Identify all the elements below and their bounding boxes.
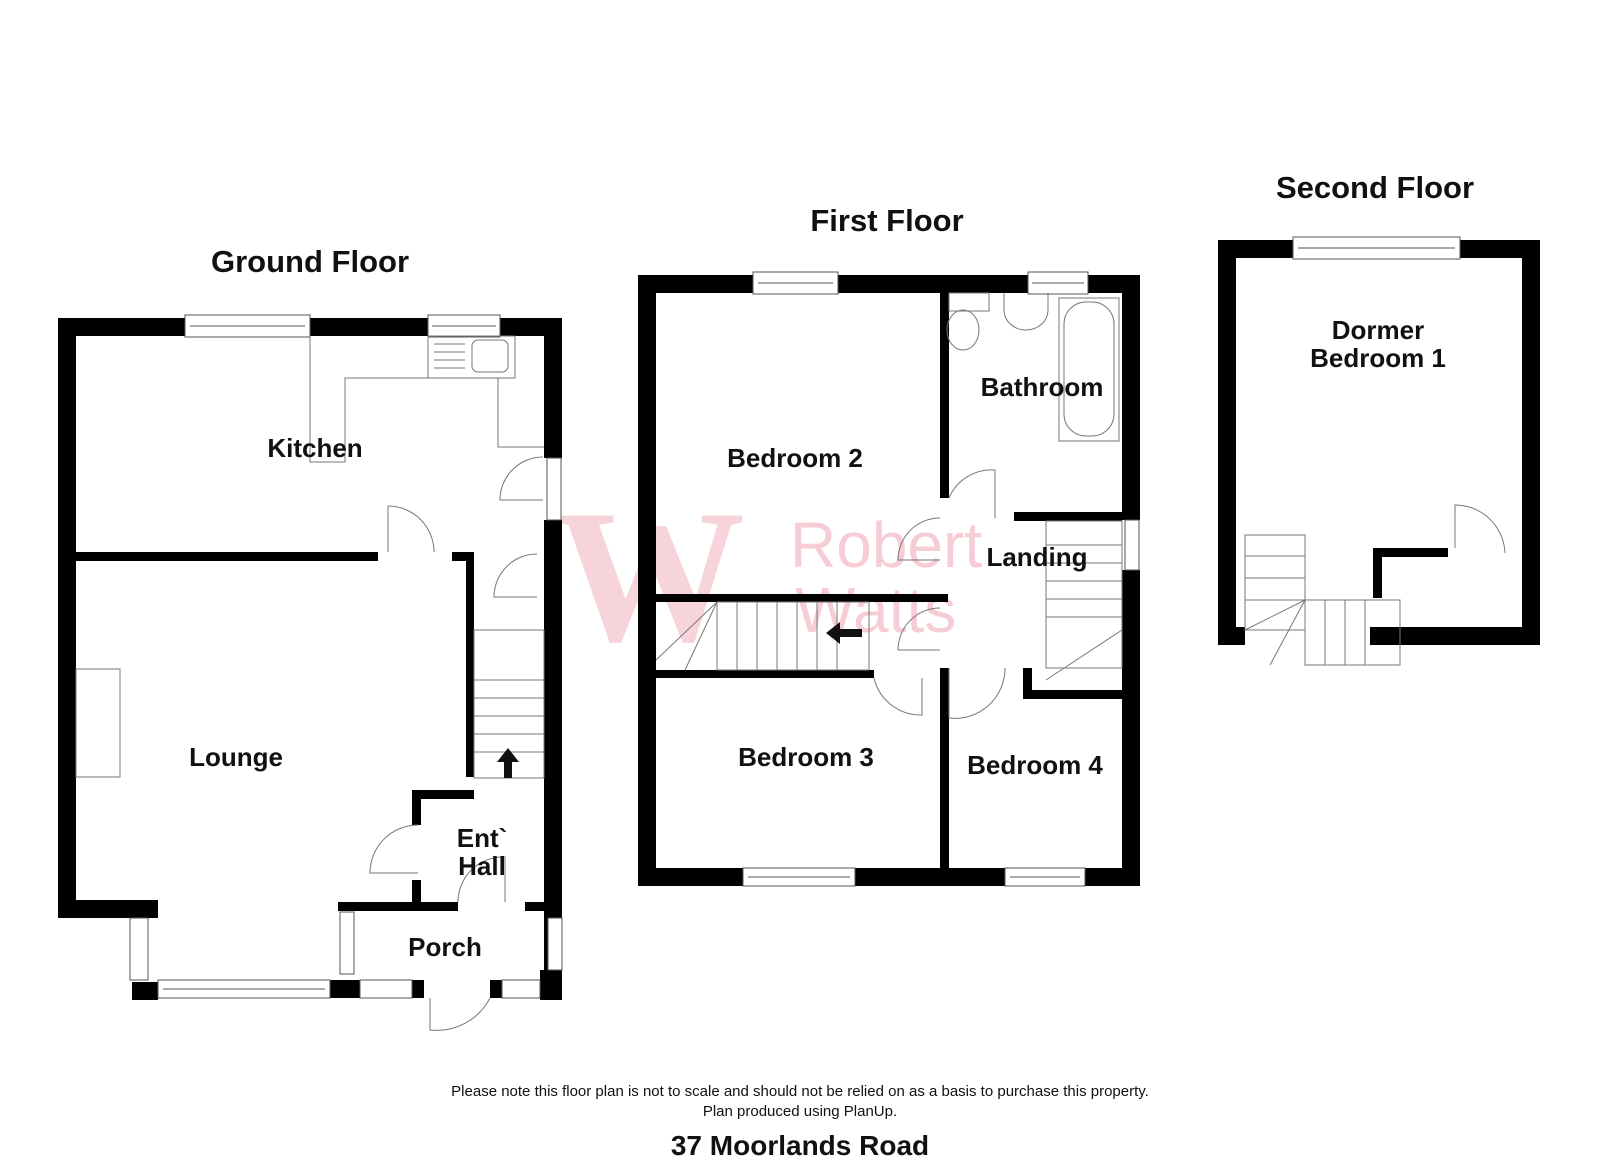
property-address: 37 Moorlands Road xyxy=(670,1130,930,1161)
room-label-dormer-bedroom-1: Dormer Bedroom 1 xyxy=(1310,315,1446,373)
watermark-text-robert: Robert xyxy=(790,509,983,581)
planup-credit-text: Plan produced using PlanUp. xyxy=(702,1103,898,1120)
room-label-ent-hall: Ent` Hall xyxy=(456,823,508,881)
first-floor-walls xyxy=(638,275,1140,886)
room-label-bedroom-2: Bedroom 2 xyxy=(727,443,863,473)
room-label-bedroom-4: Bedroom 4 xyxy=(967,750,1103,780)
fixtures xyxy=(75,292,1506,1031)
room-label-bedroom-3: Bedroom 3 xyxy=(738,742,874,772)
second-floor-walls xyxy=(1218,240,1540,645)
room-label-landing: Landing xyxy=(986,542,1088,572)
arrow-left-icon xyxy=(826,622,862,644)
room-label-kitchen: Kitchen xyxy=(267,433,363,463)
windows xyxy=(129,236,1461,999)
second-floor-title: Second Floor xyxy=(1275,170,1475,205)
arrow-up-icon xyxy=(497,748,519,778)
ground-floor-walls xyxy=(58,318,562,1000)
room-label-porch: Porch xyxy=(408,932,482,962)
first-floor-title: First Floor xyxy=(810,203,964,238)
disclaimer-text: Please note this floor plan is not to sc… xyxy=(451,1083,1149,1100)
room-label-lounge: Lounge xyxy=(189,742,283,772)
watermark-text-watts: Watts xyxy=(795,574,957,646)
room-label-bathroom: Bathroom xyxy=(980,372,1104,402)
ground-floor-title: Ground Floor xyxy=(210,244,410,279)
stair-arrow-icons xyxy=(497,622,862,778)
